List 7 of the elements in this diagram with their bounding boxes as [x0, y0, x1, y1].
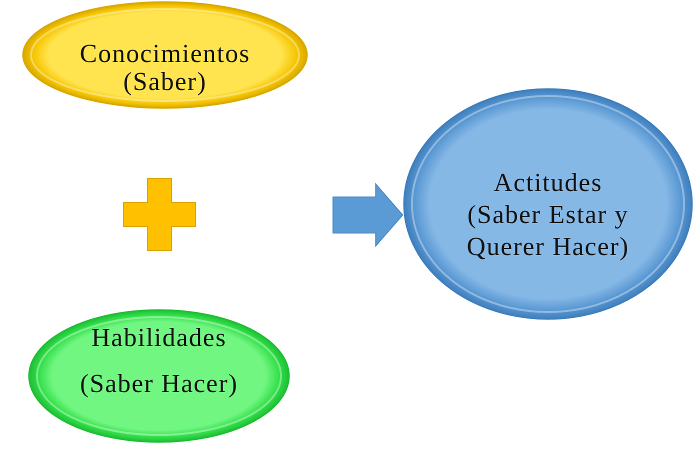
- node-label: Actitudes (Saber Estar y Querer Hacer): [466, 167, 630, 263]
- oval-node: [28, 309, 290, 443]
- block-arrow: [332, 182, 404, 248]
- node-label: Conocimientos (Saber): [78, 40, 252, 96]
- node-label: Habilidades (Saber Hacer): [78, 322, 240, 400]
- oval-node: [403, 88, 693, 320]
- oval-node: [22, 1, 308, 109]
